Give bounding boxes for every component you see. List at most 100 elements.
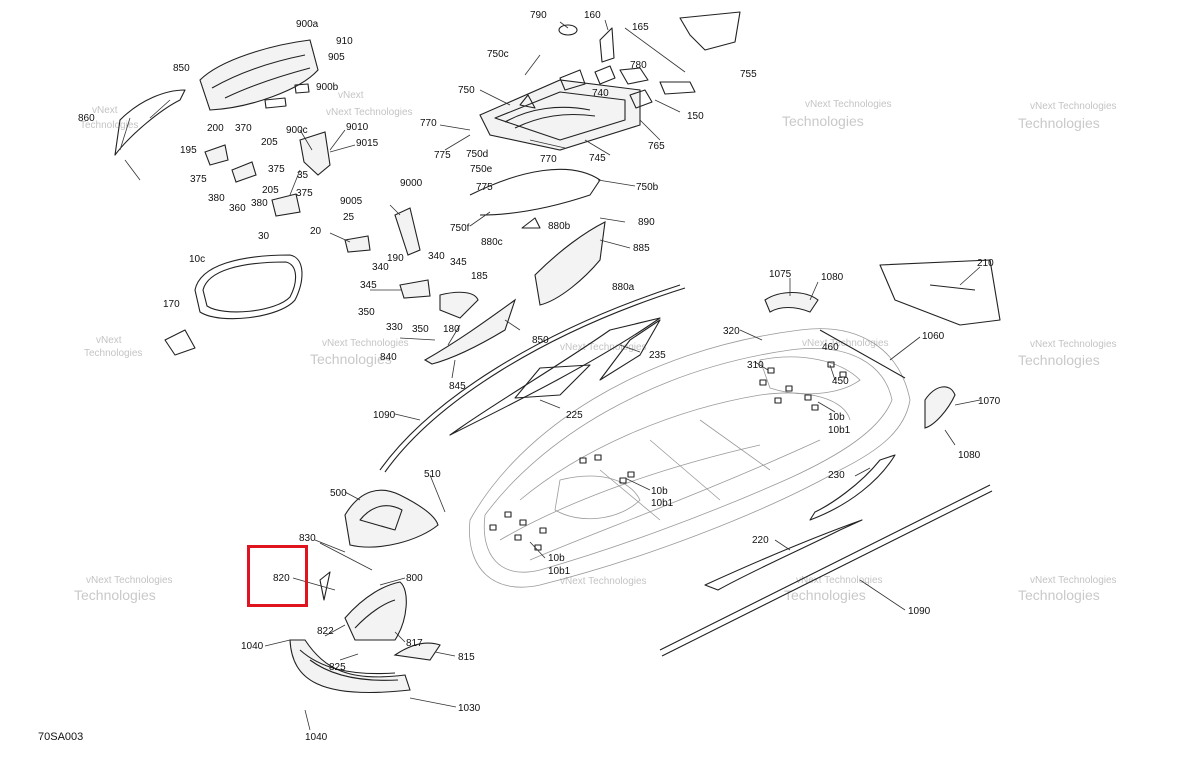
callout-160: 160 [584,10,601,21]
callout-775: 775 [476,182,493,193]
callout-450: 450 [832,376,849,387]
callout-900c: 900c [286,125,308,136]
callout-822: 822 [317,626,334,637]
callout-235: 235 [649,350,666,361]
callout-900b: 900b [316,82,339,93]
callout-340: 340 [428,251,445,262]
callout-900a: 900a [296,19,319,30]
callout-320: 320 [723,326,740,337]
callout-310: 310 [747,360,764,371]
callout-460: 460 [822,342,839,353]
callout-817: 817 [406,638,423,649]
diagram-id-code: 70SA003 [38,731,84,743]
callout-820: 820 [273,573,290,584]
watermark: Technologies [1018,587,1100,603]
callout-10b: 10b [828,412,845,423]
top-deck-assembly [479,11,741,151]
rub-rails [379,284,993,657]
callout-150: 150 [687,111,704,122]
callout-825: 825 [329,662,346,673]
highlighted-part-box[interactable] [247,545,308,607]
watermark: Technologies [1018,115,1100,131]
callout-200: 200 [207,123,224,134]
callout-750: 750 [458,85,475,96]
callout-1040: 1040 [241,641,264,652]
watermark: Technologies [1018,352,1100,368]
brackets [204,131,606,365]
callout-850: 850 [532,335,549,346]
callout-165: 165 [632,22,649,33]
callout-370: 370 [235,123,252,134]
watermark: vNext [338,90,364,101]
watermark: Technologies [784,587,866,603]
callout-375: 375 [296,188,313,199]
callout-750f: 750f [450,223,470,234]
watermark: Technologies [782,113,864,129]
callout-1040: 1040 [305,732,328,743]
callout-1090: 1090 [908,606,931,617]
callout-205: 205 [262,185,279,196]
callout-labels: 790 160 165 755 900a 910 905 850 900b 86… [78,10,1001,743]
callout-910: 910 [336,36,353,47]
callout-850: 850 [173,63,190,74]
callout-800: 800 [406,573,423,584]
callout-740: 740 [592,88,609,99]
callout-790: 790 [530,10,547,21]
callout-750c: 750c [487,49,509,60]
callout-9010: 9010 [346,122,369,133]
watermark: vNext Technologies [796,575,883,586]
watermark: Technologies [84,348,142,359]
callout-750b: 750b [636,182,659,193]
callout-1030: 1030 [458,703,481,714]
callout-750d: 750d [466,149,488,160]
callout-180: 180 [443,324,460,335]
callout-375: 375 [268,164,285,175]
watermark: vNext Technologies [805,99,892,110]
callout-880b: 880b [548,221,571,232]
hull-outline [469,328,911,588]
callout-1070: 1070 [978,396,1001,407]
rear-handles [764,291,956,429]
watermark: Technologies [74,587,156,603]
callout-330: 330 [386,322,403,333]
callout-905: 905 [328,52,345,63]
callout-345: 345 [360,280,377,291]
callout-510: 510 [424,469,441,480]
watermark: vNext Technologies [560,342,647,353]
callout-375: 375 [190,174,207,185]
callout-10b: 10b [651,486,668,497]
callout-500: 500 [330,488,347,499]
watermark: vNext Technologies [1030,339,1117,350]
callout-20: 20 [310,226,322,237]
callout-190: 190 [387,253,404,264]
callout-860: 860 [78,113,95,124]
callout-890: 890 [638,217,655,228]
callout-195: 195 [180,145,197,156]
callout-9005: 9005 [340,196,363,207]
callout-340: 340 [372,262,389,273]
leader-lines [119,19,981,731]
watermark: vNext Technologies [86,575,173,586]
watermark: vNext Technologies [326,107,413,118]
callout-35: 35 [297,170,309,181]
bow-assembly [289,489,441,694]
watermark: vNext [96,335,122,346]
callout-1090: 1090 [373,410,396,421]
watermark: vNext [92,105,118,116]
callout-9015: 9015 [356,138,379,149]
callout-30: 30 [258,231,270,242]
watermark: vNext Technologies [1030,575,1117,586]
callout-10b1: 10b1 [651,498,674,509]
callout-225: 225 [566,410,583,421]
callout-745: 745 [589,153,606,164]
mats [164,254,303,356]
callout-10b1: 10b1 [548,566,571,577]
callout-845: 845 [449,381,466,392]
callout-1075: 1075 [769,269,792,280]
callout-750e: 750e [470,164,493,175]
watermark: vNext Technologies [560,576,647,587]
callout-360: 360 [229,203,246,214]
callout-755: 755 [740,69,757,80]
